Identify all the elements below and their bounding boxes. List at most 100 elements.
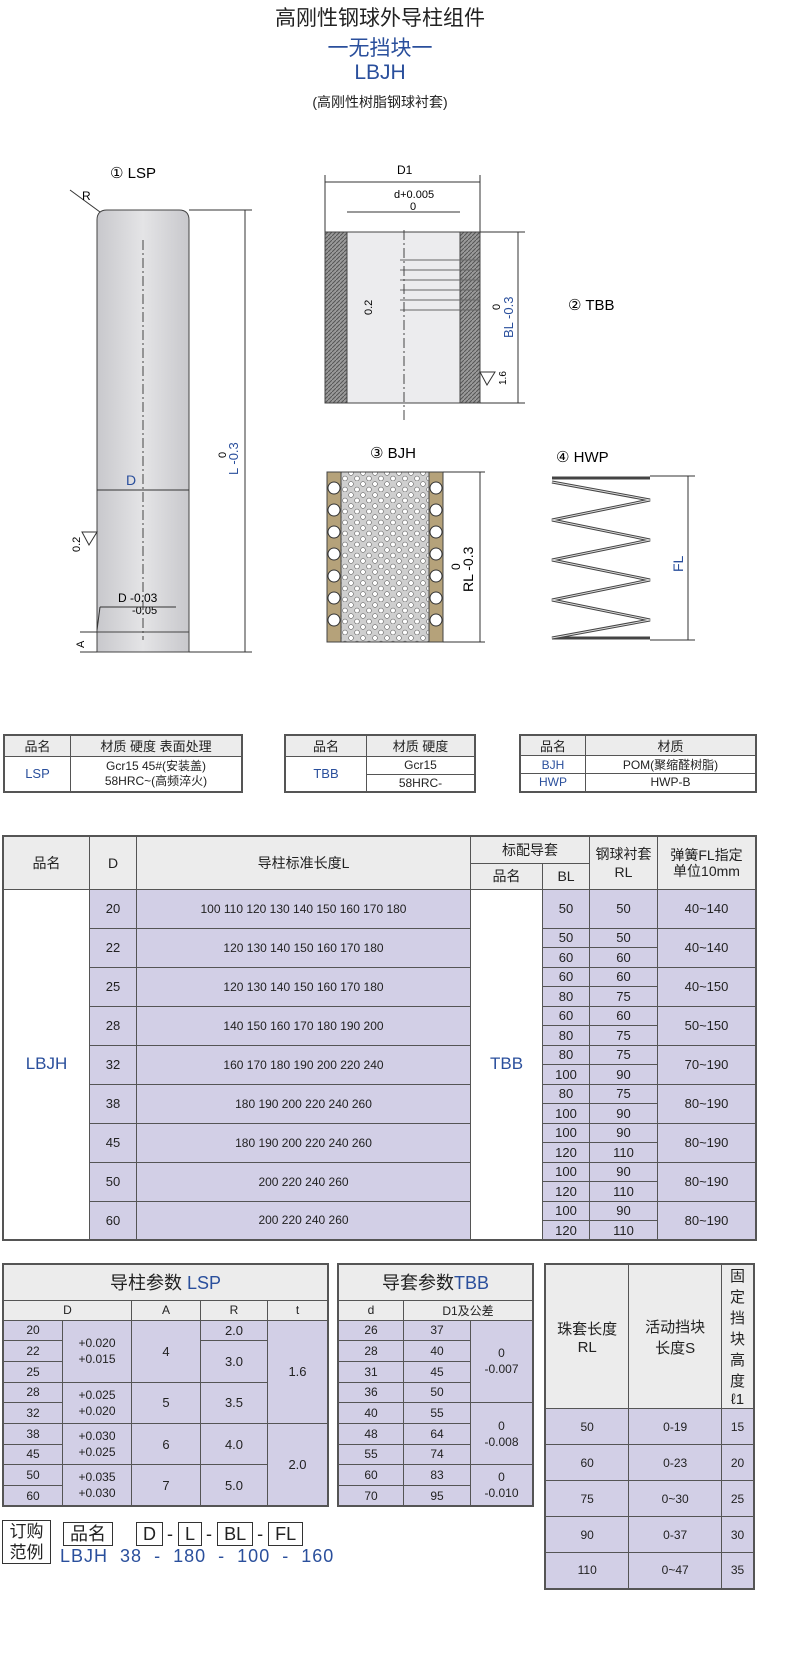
field-d: D <box>136 1522 164 1546</box>
rl-cell: 60 <box>544 1444 630 1481</box>
d1-cell: 55 <box>403 1402 471 1424</box>
r-cell: 3.0 <box>200 1340 268 1383</box>
product-name: HWP <box>519 773 586 792</box>
header-name: 品名 <box>2 835 90 890</box>
material-line: Gcr15 45#(安装盖) <box>105 758 207 773</box>
tolerance-value: +0.030 <box>78 1429 116 1444</box>
length-cell: 100 110 120 130 140 150 160 170 180 <box>136 888 471 929</box>
order-values: LBJH 38 - 180 - 100 - 160 <box>60 1546 335 1566</box>
order-example-label: 订购范例 <box>2 1520 51 1564</box>
bl-cell: 100 <box>542 1161 590 1182</box>
tolerance-value: 0 <box>498 1418 505 1433</box>
d-cell: 45 <box>2 1443 63 1466</box>
length-cell: 180 190 200 220 240 260 <box>136 1083 471 1124</box>
bl-cell: 100 <box>542 1200 590 1221</box>
header-standard-bushing: 标配导套 <box>470 835 590 864</box>
header-rl: 钢球衬套RL <box>589 835 658 890</box>
fixed-height-cell: 35 <box>720 1552 755 1589</box>
fl-cell: 80~190 <box>657 1200 757 1241</box>
d1-cell: 37 <box>403 1319 471 1342</box>
tbb-label: ② TBB <box>568 297 615 314</box>
field-name: 品名 <box>63 1522 113 1546</box>
rl-cell: 75 <box>589 1083 658 1104</box>
tolerance-value: -0.008 <box>484 1434 519 1449</box>
bl-cell: 120 <box>542 1181 590 1202</box>
fixed-height-cell: 20 <box>720 1444 755 1481</box>
r-cell: 3.5 <box>200 1381 268 1424</box>
bl-cell: 60 <box>542 1005 590 1026</box>
fl-cell: 80~190 <box>657 1083 757 1124</box>
lsp-length-zero: 0 <box>217 452 229 458</box>
d1-cell: 45 <box>403 1360 471 1383</box>
bl-cell: 80 <box>542 1044 590 1065</box>
d-cell: 36 <box>337 1381 404 1404</box>
hardness-line: 58HRC~(高频淬火) <box>104 773 208 788</box>
d-cell: 48 <box>337 1422 404 1445</box>
rl-cell: 110 <box>589 1142 658 1163</box>
tolerance-value: +0.035 <box>78 1470 116 1485</box>
d-cell: 20 <box>2 1319 63 1342</box>
table-row: 45 <box>2 1443 328 1466</box>
header-fl: 弹簧FL指定单位10mm <box>657 835 757 890</box>
length-cell: 180 190 200 220 240 260 <box>136 1122 471 1163</box>
rl-cell: 90 <box>589 1103 658 1124</box>
bjh-drawing: ③ BJH RL -0.3 0 <box>326 445 485 643</box>
fixed-height-cell: 25 <box>720 1480 755 1517</box>
tolerance-value: -0.007 <box>484 1362 519 1377</box>
page-title: 高刚性钢球外导柱组件 <box>275 7 485 30</box>
tolerance-value: +0.030 <box>78 1486 116 1501</box>
rl-cell: 50 <box>589 888 658 929</box>
rl-cell: 50 <box>544 1408 630 1445</box>
tbb-drawing: D1 d+0.005 0 0.2 BL -0.3 0 1.6 ② TBB <box>324 163 615 420</box>
lsp-d-tol-lower: -0.05 <box>132 605 157 617</box>
rl-cell: 90 <box>589 1064 658 1085</box>
tolerance-value: 0 <box>498 1346 505 1361</box>
table-row: 25 <box>2 1360 328 1383</box>
rl-cell: 75 <box>589 986 658 1007</box>
header-bushing-name: 品名 <box>470 862 543 890</box>
d-cell: 22 <box>89 927 137 968</box>
d-cell: 22 <box>2 1340 63 1362</box>
d-cell: 60 <box>2 1485 63 1507</box>
stroke-cell: 0-19 <box>628 1408 722 1445</box>
tolerance-cell: +0.020+0.015 <box>62 1319 132 1383</box>
tbb-d1-label: D1 <box>397 163 413 177</box>
tolerance-cell: +0.025+0.020 <box>62 1381 132 1424</box>
tbb-d-tol: d+0.005 <box>394 189 434 201</box>
rl-cell: 60 <box>589 1005 658 1026</box>
d-cell: 70 <box>337 1485 404 1507</box>
bjh-rl-zero: 0 <box>449 563 463 570</box>
rl-cell: 75 <box>589 1025 658 1046</box>
field-l: L <box>178 1522 203 1546</box>
bl-cell: 50 <box>542 927 590 948</box>
table-title: 导柱参数 <box>109 1273 182 1294</box>
r-cell: 4.0 <box>200 1422 268 1466</box>
header-bl: BL <box>542 862 590 890</box>
a-cell: 5 <box>131 1381 201 1424</box>
length-cell: 120 130 140 150 160 170 180 <box>136 966 471 1007</box>
rl-cell: 90 <box>589 1161 658 1182</box>
d-cell: 45 <box>89 1122 137 1163</box>
d-cell: 28 <box>337 1340 404 1362</box>
material-cell: HWP-B <box>585 773 757 792</box>
d1-cell: 64 <box>403 1422 471 1445</box>
tbb-roughness: 0.2 <box>363 300 375 315</box>
tolerance-value: 0 <box>498 1470 505 1485</box>
